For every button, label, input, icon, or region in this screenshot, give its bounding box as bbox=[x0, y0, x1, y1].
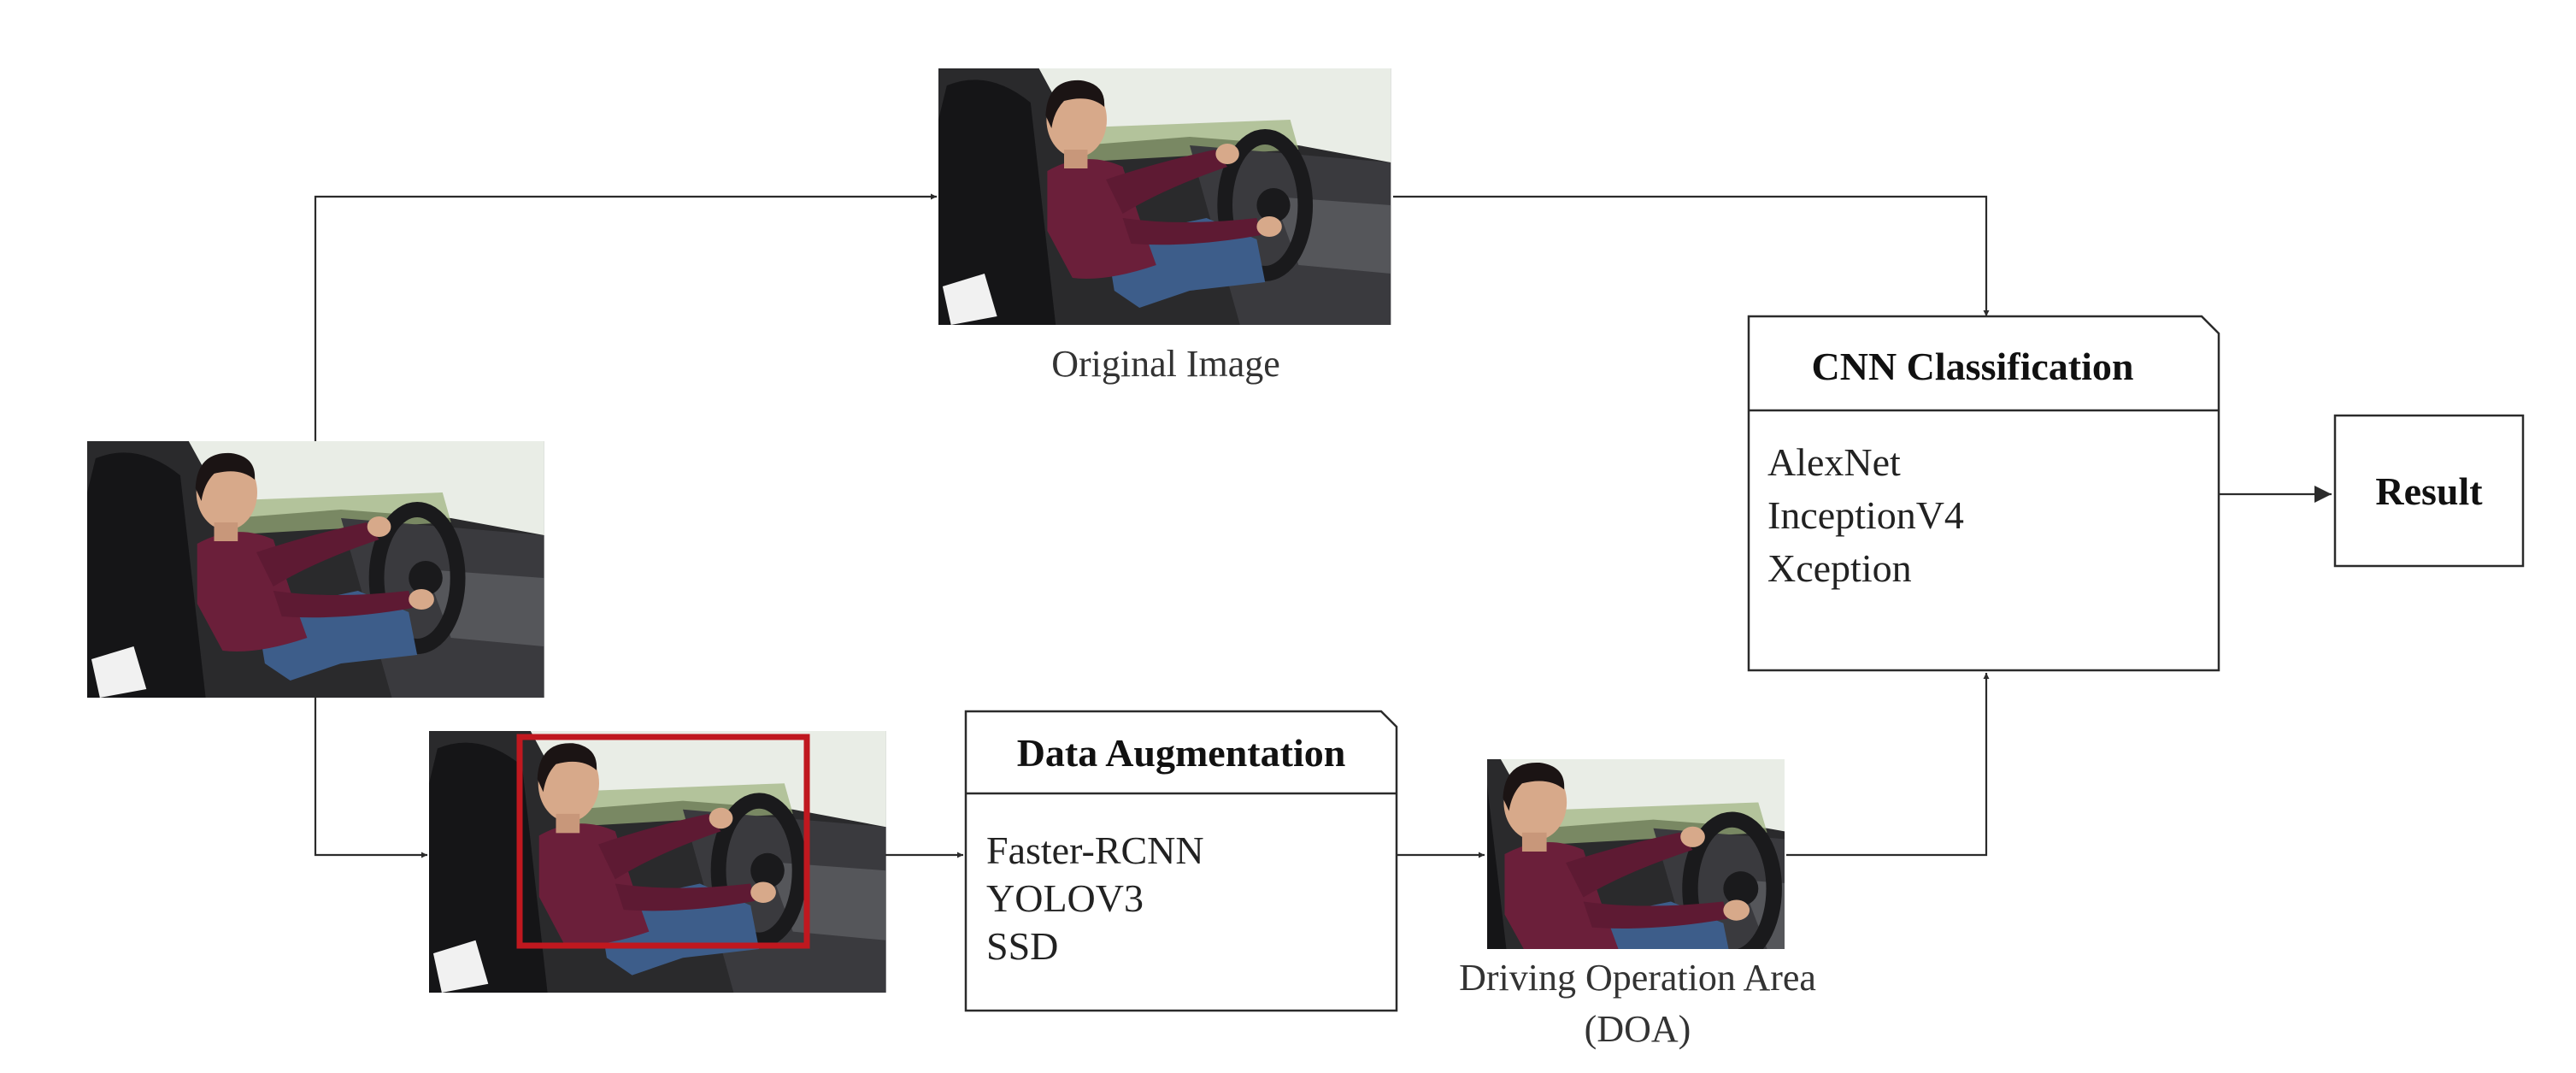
augmentation-item: YOLOV3 bbox=[986, 876, 1144, 920]
augmentation-item: SSD bbox=[986, 924, 1058, 968]
arrow-original-to-cnn bbox=[1393, 195, 1990, 316]
augmentation-item: Faster-RCNN bbox=[986, 828, 1204, 872]
arrow-input-to-detection bbox=[314, 694, 427, 858]
detection-photo bbox=[429, 731, 886, 993]
cnn-item: AlexNet bbox=[1767, 440, 1901, 484]
cnn-classification-box: CNN Classification AlexNet InceptionV4 X… bbox=[1747, 315, 2220, 672]
cnn-item: InceptionV4 bbox=[1767, 493, 1964, 537]
doa-caption-line1: Driving Operation Area bbox=[1459, 957, 1816, 999]
cnn-item: Xception bbox=[1767, 546, 1912, 590]
result-label: Result bbox=[2375, 469, 2483, 513]
arrow-doa-to-cnn bbox=[1786, 673, 1990, 857]
bounding-box-icon bbox=[516, 734, 810, 949]
data-augmentation-title: Data Augmentation bbox=[1017, 731, 1346, 775]
cnn-classification-title: CNN Classification bbox=[1812, 345, 2134, 388]
result-box: Result bbox=[2333, 414, 2525, 568]
data-augmentation-box: Data Augmentation Faster-RCNN YOLOV3 SSD bbox=[964, 710, 1398, 1012]
original-image-photo bbox=[938, 68, 1391, 325]
original-image-caption: Original Image bbox=[1051, 343, 1280, 385]
connectors bbox=[314, 193, 2332, 858]
input-photo bbox=[87, 441, 544, 698]
doa-caption-line2: (DOA) bbox=[1585, 1008, 1691, 1050]
arrow-input-to-original bbox=[314, 193, 937, 441]
